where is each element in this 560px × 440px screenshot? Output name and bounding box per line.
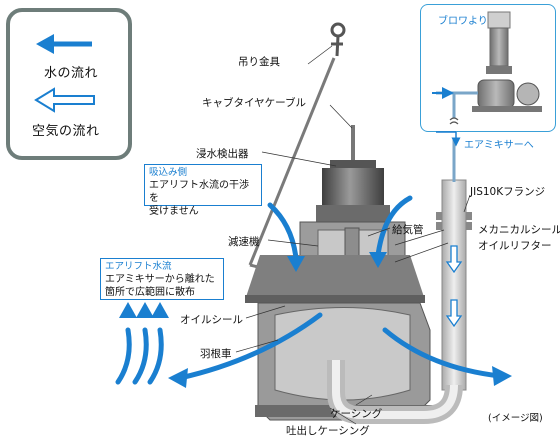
legend-water-flow-label: 水の流れ xyxy=(44,66,99,81)
label-casing: ケーシング xyxy=(330,408,383,420)
impeller-area xyxy=(274,307,411,401)
water-flow-arrows xyxy=(115,195,503,385)
label-from-blower: ブロワより xyxy=(438,16,488,27)
callout-airlift-line2: 箇所で広範囲に散布 xyxy=(105,287,195,298)
label-image-note: (イメージ図) xyxy=(488,413,543,424)
lifting-rod xyxy=(248,57,336,266)
blower-icon xyxy=(436,11,542,125)
motor-body xyxy=(322,168,384,208)
label-discharge-casing: 吐出しケーシング xyxy=(286,425,370,437)
legend-arrows xyxy=(34,34,95,113)
top-plate xyxy=(245,255,425,300)
legend-box: 水の流れ 空気の流れ xyxy=(6,8,132,160)
air-flow-arrow-icon xyxy=(34,87,95,113)
label-oil-lifter: オイルリフター xyxy=(478,240,552,252)
callout-suction-line1: エアリフト水流の干渉を xyxy=(149,180,249,204)
callout-airlift-title: エアリフト水流 xyxy=(105,261,172,272)
label-to-air-mixer: エアミキサーへ xyxy=(464,140,534,151)
label-lifting-bracket: 吊り金具 xyxy=(238,56,280,68)
label-jis-flange: JIS10Kフランジ xyxy=(470,186,546,198)
label-mechanical-seal: メカニカルシール xyxy=(478,224,560,236)
legend-air-flow-label: 空気の流れ xyxy=(32,124,100,139)
label-cabtire-cable: キャブタイヤケーブル xyxy=(202,97,307,109)
water-flow-arrowheads xyxy=(119,252,512,388)
callout-airlift-flow: エアリフト水流 エアミキサーから離れた 箇所で広範囲に散布 xyxy=(100,258,224,300)
label-water-detector: 浸水検出器 xyxy=(196,148,249,160)
lifting-bracket-icon xyxy=(330,22,346,57)
label-air-supply-pipe: 給気管 xyxy=(392,224,424,236)
label-oil-seal: オイルシール xyxy=(180,314,243,326)
label-reducer: 減速機 xyxy=(228,236,260,248)
air-supply-pipe xyxy=(441,179,467,391)
blower-box xyxy=(420,4,556,132)
callout-airlift-line1: エアミキサーから離れた xyxy=(105,274,215,285)
label-impeller: 羽根車 xyxy=(200,348,232,360)
callout-suction-title: 吸込み側 xyxy=(149,167,188,178)
water-flow-arrow-icon xyxy=(36,34,92,54)
leader-lines xyxy=(235,45,471,425)
callout-suction-side: 吸込み側 エアリフト水流の干渉を 受けません xyxy=(144,164,262,217)
callout-suction-line2: 受けません xyxy=(149,206,199,217)
air-flow-arrows xyxy=(445,245,463,328)
